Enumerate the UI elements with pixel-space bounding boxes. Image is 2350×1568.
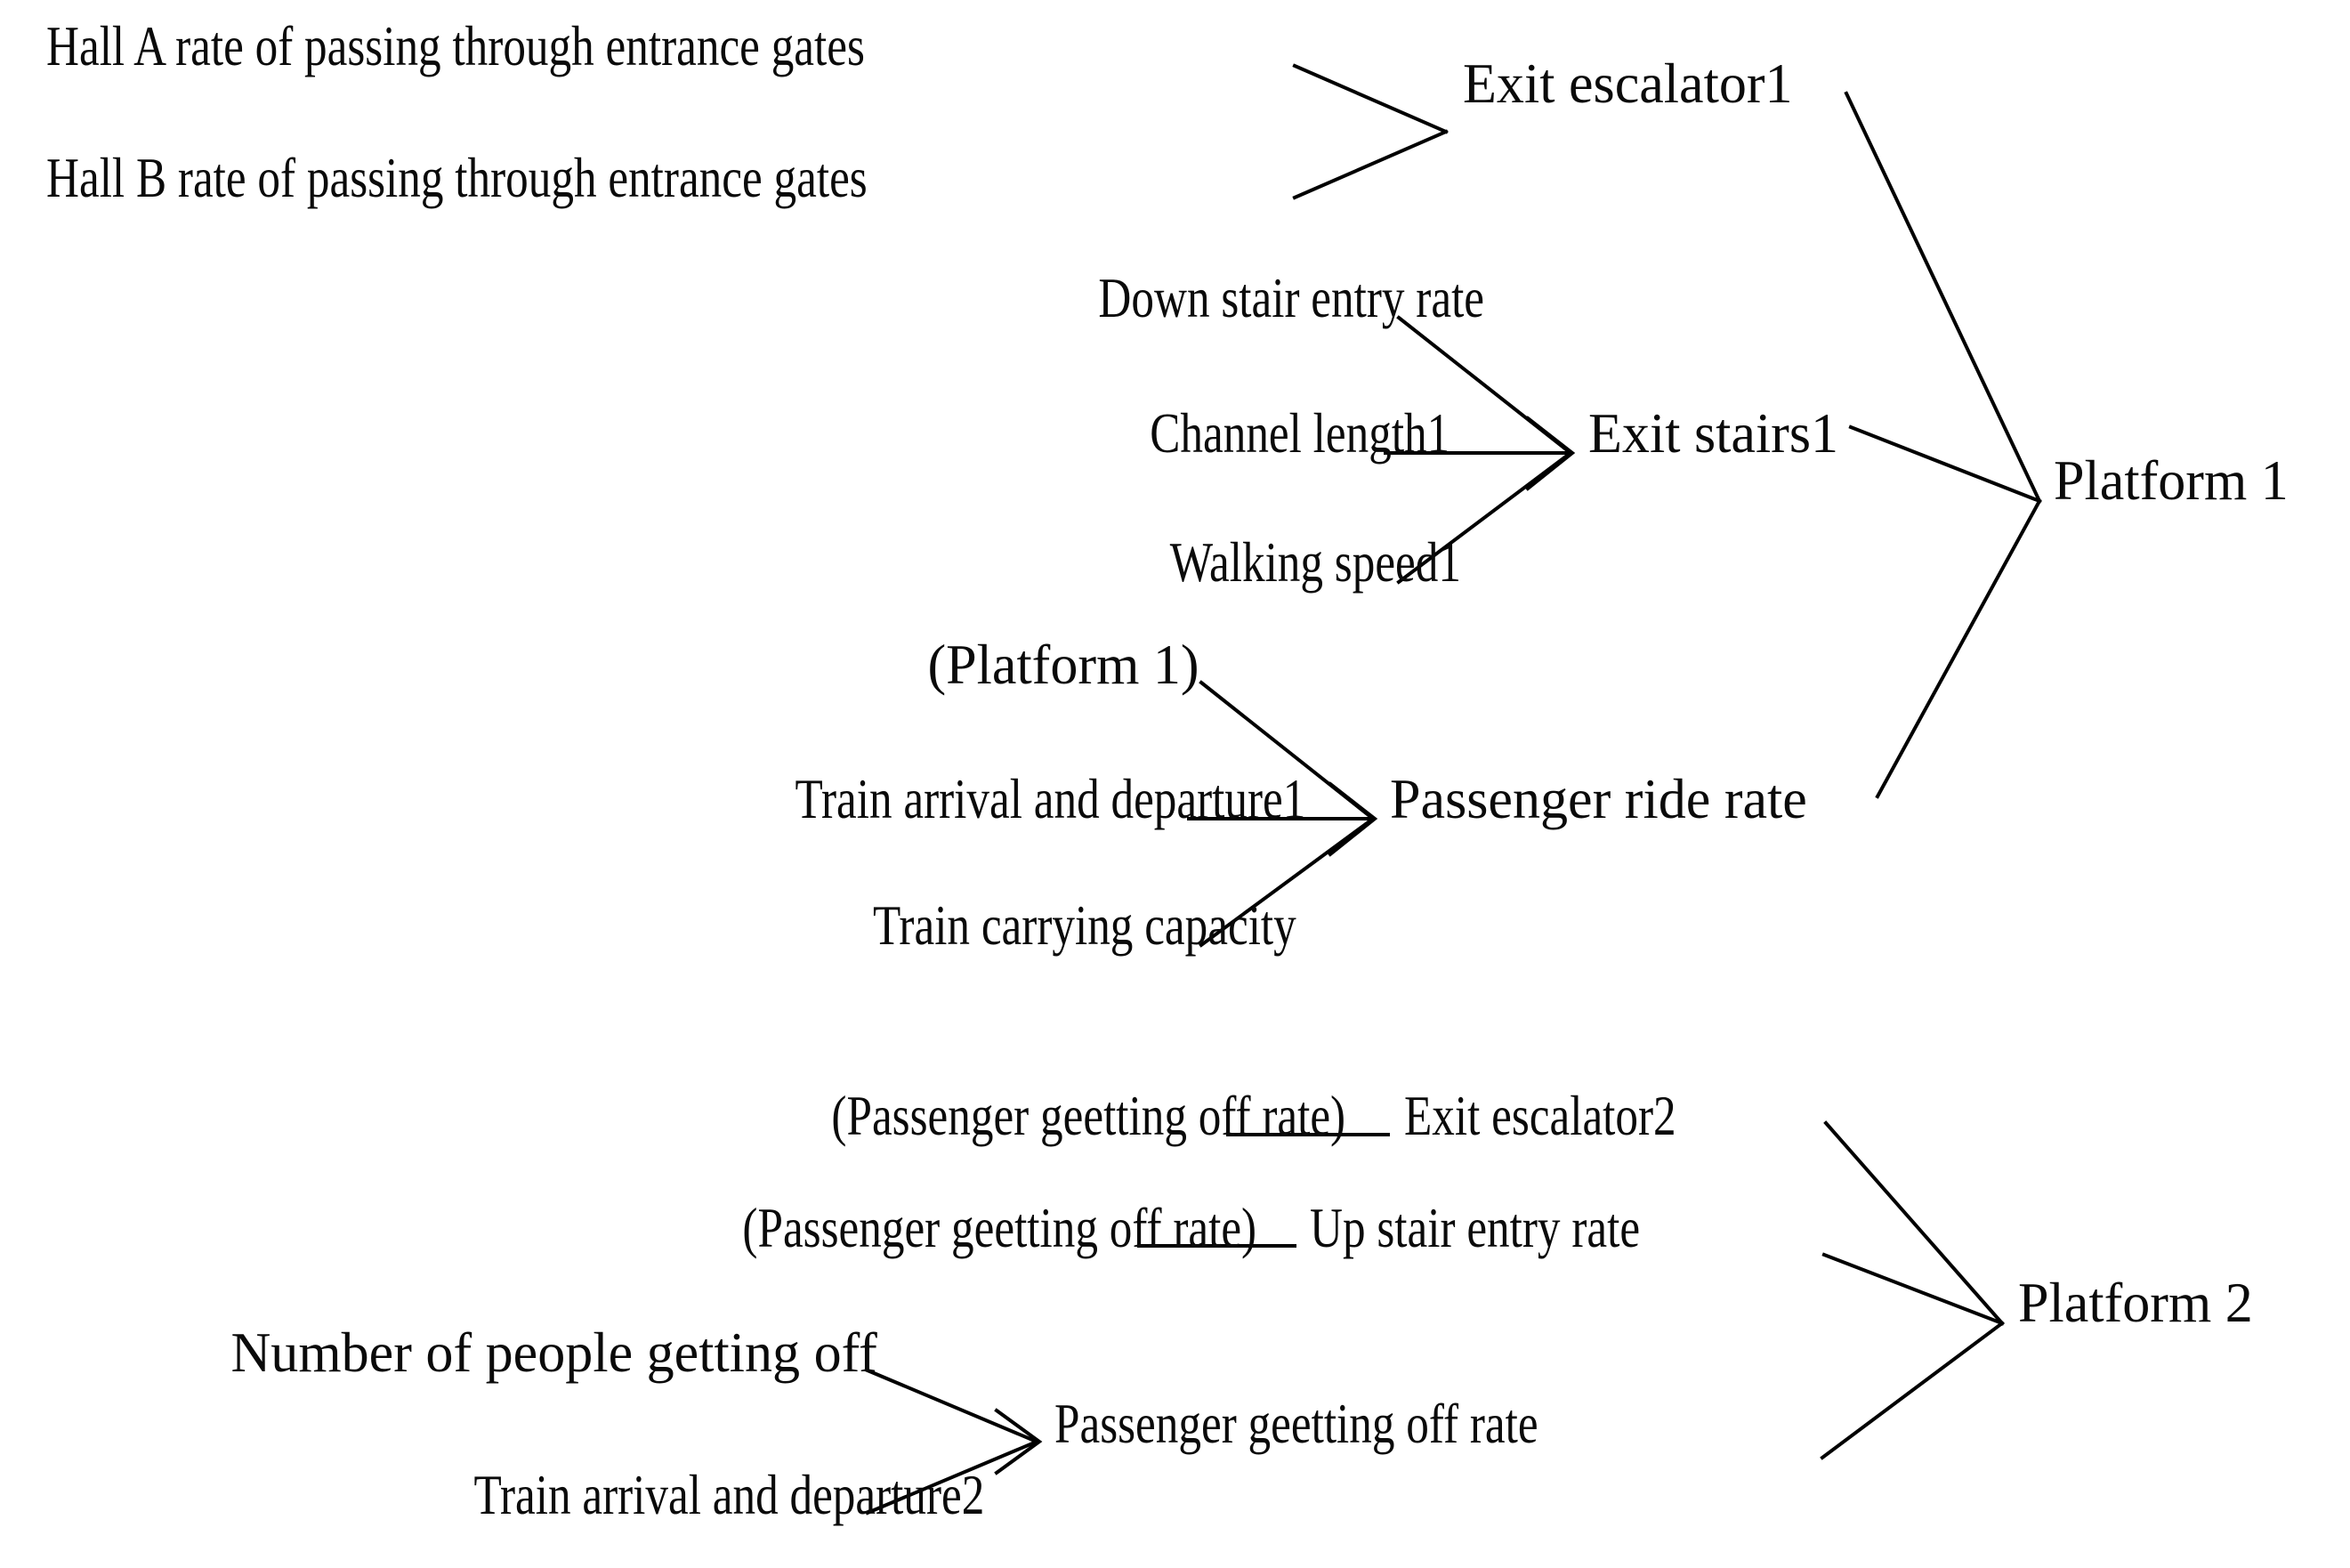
node-hall-a-rate[interactable]: Hall A rate of passing through entrance … [46, 14, 865, 77]
arrowhead-exit-stairs1 [1525, 416, 1576, 491]
node-train-carrying-capacity[interactable]: Train carrying capacity [873, 893, 1296, 957]
edge-hall-a-to-exit-escalator1 [1292, 63, 1449, 134]
node-platform1[interactable]: Platform 1 [2054, 449, 2289, 512]
node-passenger-getting-off-rate-reference-a[interactable]: (Passenger geetting off rate) [831, 1084, 1346, 1147]
edge-exit-escalator1-to-platform1 [1844, 91, 2042, 504]
edge-train-capacity-to-ride-rate [1199, 816, 1376, 948]
node-train-arrival-and-departure1[interactable]: Train arrival and departure1 [795, 767, 1306, 830]
arrowhead-passenger-ride-rate [1328, 781, 1378, 857]
node-exit-escalator1[interactable]: Exit escalator1 [1463, 52, 1793, 115]
node-train-arrival-and-departure2[interactable]: Train arrival and departure2 [473, 1463, 985, 1526]
node-down-stair-entry-rate[interactable]: Down stair entry rate [1098, 266, 1485, 329]
node-walking-speed1[interactable]: Walking speed1 [1169, 530, 1461, 594]
edge-walking-speed1-to-exit-stairs1 [1396, 450, 1573, 585]
node-up-stair-entry-rate[interactable]: Up stair entry rate [1310, 1196, 1641, 1259]
node-platform2[interactable]: Platform 2 [2018, 1271, 2253, 1334]
node-passenger-getting-off-rate-reference-b[interactable]: (Passenger geetting off rate) [742, 1196, 1257, 1259]
edge-number-off-to-getting-off-rate [865, 1368, 1039, 1444]
node-passenger-getting-off-rate[interactable]: Passenger geetting off rate [1054, 1392, 1538, 1455]
node-passenger-ride-rate[interactable]: Passenger ride rate [1390, 767, 1807, 830]
edge-train-arrival2-to-getting-off-rate [865, 1439, 1039, 1515]
node-channel-length1[interactable]: Channel length1 [1150, 401, 1450, 465]
node-exit-escalator2[interactable]: Exit escalator2 [1404, 1084, 1676, 1147]
edge-exit-escalator2-to-platform2 [1823, 1120, 2005, 1326]
node-platform1-reference[interactable]: (Platform 1) [927, 633, 1199, 696]
arrowhead-passenger-getting-off-rate [994, 1408, 1043, 1475]
edge-ride-rate-to-platform1 [1875, 498, 2042, 799]
edge-getting-off-rate-to-platform2 [1820, 1321, 2005, 1460]
node-number-of-people-getting-off[interactable]: Number of people getting off [230, 1321, 877, 1384]
edge-up-stair-to-platform2 [1821, 1252, 2005, 1326]
node-hall-b-rate[interactable]: Hall B rate of passing through entrance … [46, 146, 868, 209]
node-exit-stairs1[interactable]: Exit stairs1 [1588, 401, 1839, 465]
edge-exit-stairs1-to-platform1 [1848, 424, 2042, 504]
edge-hall-b-to-exit-escalator1 [1292, 129, 1449, 200]
